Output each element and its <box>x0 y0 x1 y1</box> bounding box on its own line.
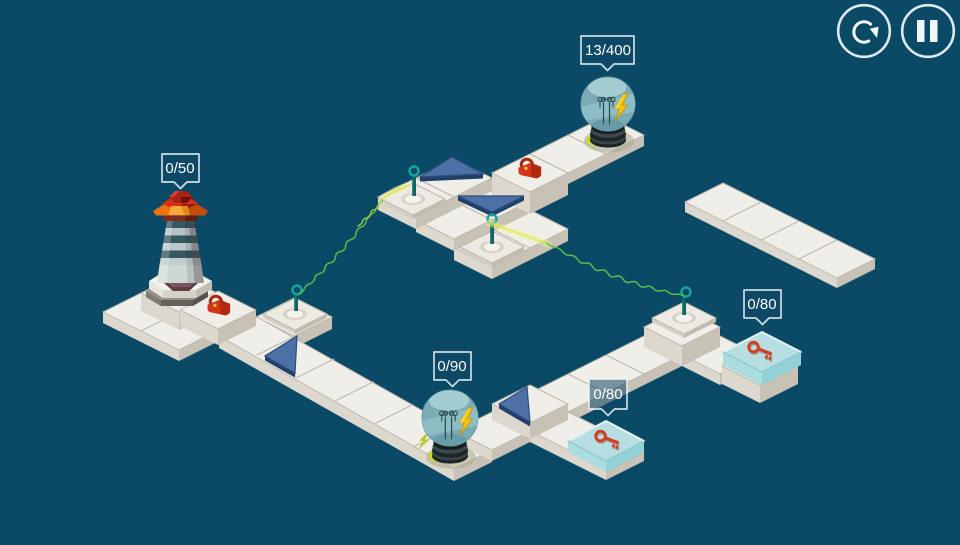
svg-text:0/80: 0/80 <box>747 296 776 313</box>
svg-text:13/400: 13/400 <box>585 42 631 59</box>
svg-text:0/50: 0/50 <box>165 160 194 177</box>
svg-text:0/90: 0/90 <box>437 358 466 375</box>
svg-text:0/80: 0/80 <box>593 386 622 403</box>
